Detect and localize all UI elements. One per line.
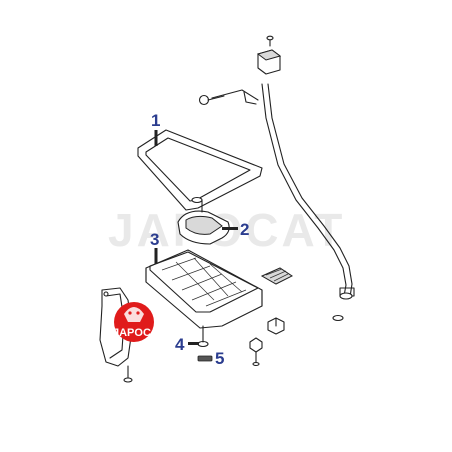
callout-label-3: 3 [150, 230, 159, 249]
japocat-logo: JAPOCAT [113, 302, 165, 342]
drain-plug [267, 317, 285, 335]
dipstick-tube [261, 83, 355, 300]
tube-mount-bolt [249, 337, 263, 367]
logo-text: JAPOCAT [113, 327, 165, 339]
callout-1: 1 [151, 111, 160, 146]
pan-bolt-5 [197, 355, 213, 362]
leader-2 [222, 227, 238, 230]
leader-4 [188, 342, 199, 345]
tube-bracket-bolt [198, 89, 259, 106]
callout-2: 2 [222, 220, 249, 239]
callout-4: 4 [175, 335, 199, 354]
tube-clip [256, 35, 282, 75]
callout-label-1: 1 [151, 111, 160, 130]
callout-label-5: 5 [215, 349, 224, 368]
callout-3: 3 [150, 230, 159, 264]
oil-strainer [177, 196, 230, 245]
oil-pan [145, 249, 263, 329]
pan-bolt-4 [197, 325, 209, 348]
leader-3 [154, 248, 158, 264]
callout-5: 5 [215, 349, 224, 368]
leader-1 [154, 130, 158, 146]
magnet [260, 267, 293, 285]
washer [332, 314, 344, 322]
cover-bolt [123, 365, 133, 383]
callout-label-4: 4 [175, 335, 185, 354]
callout-label-2: 2 [240, 220, 249, 239]
